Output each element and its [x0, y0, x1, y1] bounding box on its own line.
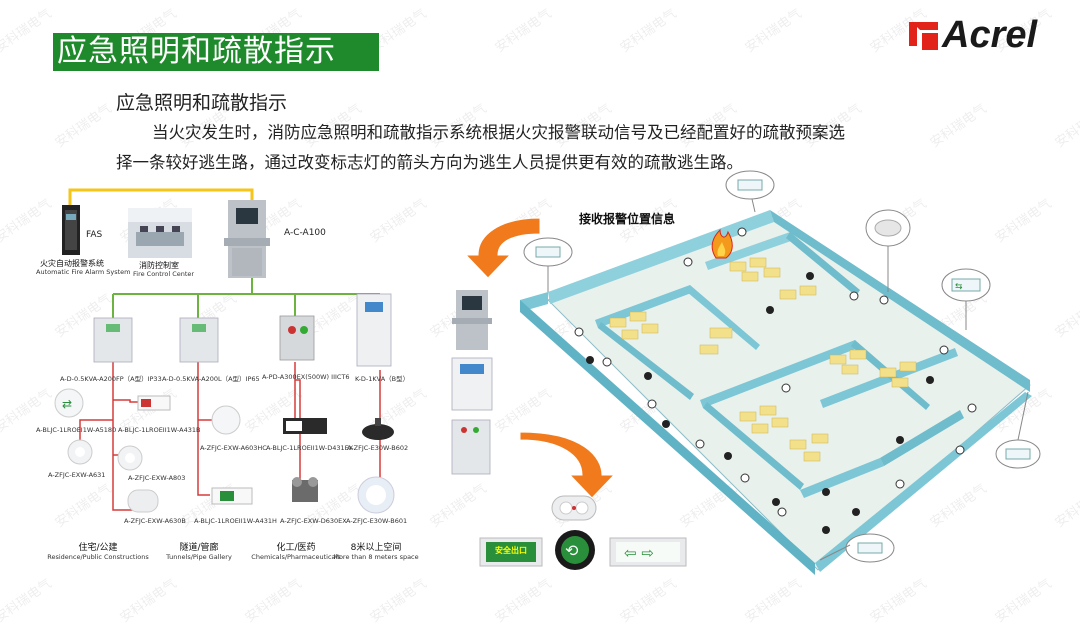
device-a631-code: A-ZFJC-EXW-A631	[48, 471, 106, 479]
category-8m-space: 8米以上空间 More than 8 meters space	[333, 543, 419, 561]
fas-code: FAS	[86, 230, 103, 240]
device-a431h-code: A-BLJC-1LROEII1W-A431H	[194, 517, 277, 525]
exit-sign-a431b-icon	[137, 395, 171, 411]
dist-box-3-code: A-PD-A300EX(500W) IIICT6	[262, 373, 350, 381]
svg-text:⇦ ⇨: ⇦ ⇨	[624, 544, 654, 562]
floor-light-dots	[574, 227, 977, 517]
device-b602-code: A-ZFJC-E30W-B602	[347, 444, 409, 452]
category-tunnels: 隧道/管廊 Tunnels/Pipe Gallery	[166, 543, 232, 561]
floor-exit-dots	[586, 272, 934, 534]
paragraph-line-2: 择一条较好逃生路，通过改变标志灯的箭头方向为逃生人员提供更有效的疏散逃生路。	[116, 153, 743, 172]
device-a431b-code: A-BLJC-1LROEII1W-A431B	[118, 426, 201, 434]
distribution-box-1-icon	[93, 317, 133, 363]
side-distribution-box-icon	[451, 357, 493, 411]
emergency-light-a631-icon	[67, 439, 93, 465]
svg-text:⇆: ⇆	[955, 282, 963, 292]
exit-sign-a431h-icon	[211, 487, 253, 505]
side-control-box-icon	[451, 419, 491, 475]
device-a603hc-code: A-ZFJC-EXW-A603HC	[200, 444, 267, 452]
category-chemicals: 化工/医药 Chemicals/Pharmaceuticals	[251, 543, 341, 561]
device-b601-code: A-ZFJC-E30W-B601	[346, 517, 408, 525]
device-a630b-code: A-ZFJC-EXW-A630B	[124, 517, 186, 525]
exit-sign-text: 安全出口	[495, 546, 527, 555]
exit-sign-callout-1	[725, 170, 775, 213]
svg-text:⇄: ⇄	[62, 397, 72, 411]
distribution-box-4-icon	[356, 293, 392, 367]
dist-box-2-code: A-D-0.5KVA-A200L（A型）IP65	[162, 375, 260, 383]
exit-sign-d431ex-icon	[283, 418, 327, 434]
receive-alarm-label: 接收报警位置信息	[579, 212, 676, 226]
distribution-box-2-icon	[179, 317, 219, 363]
brand-name: Acrel	[942, 14, 1038, 56]
exit-sign-icon	[479, 537, 543, 567]
fas-cabinet-icon	[62, 205, 80, 255]
ceiling-light-b601-icon	[357, 476, 395, 514]
evacuation-floorplan: ⇆ ⟲ ⇦ ⇨	[451, 170, 1041, 575]
category-residence: 住宅/公建 Residence/Public Constructions	[47, 543, 149, 561]
paragraph-line-1: 当火灾发生时，消防应急照明和疏散指示系统根据火灾报警联动信号及已经配置好的疏散预…	[152, 123, 845, 142]
exit-light-a5180-icon: ⇄	[54, 388, 84, 418]
dist-box-4-code: K-D-1KVA（B型）	[355, 375, 410, 383]
host-code: A-C-A100	[284, 228, 326, 238]
control-room-icon	[128, 208, 192, 258]
page-title: 应急照明和疏散指示	[57, 34, 336, 69]
exit-sign-callout-3	[995, 391, 1041, 469]
device-a5180-code: A-BLJC-1LROEI1W-A5180	[36, 426, 117, 434]
emergency-twin-light-icon	[551, 495, 597, 521]
high-bay-light-b602-icon	[362, 418, 394, 440]
exit-sign-callout-2	[523, 237, 573, 292]
arrow-sign-callout: ⇆	[941, 268, 991, 330]
emergency-light-a630b-icon	[127, 489, 159, 513]
dist-box-1-code: A-D-0.5KVA-A200FP（A型）IP33	[60, 375, 162, 383]
description-paragraph: 当火灾发生时，消防应急照明和疏散指示系统根据火灾报警联动信号及已经配置好的疏散预…	[116, 118, 916, 178]
emergency-light-callout	[865, 209, 911, 292]
page-title-bar: 应急照明和疏散指示	[53, 33, 379, 71]
orange-arrow-down-right-icon	[519, 431, 616, 499]
svg-text:⟲: ⟲	[565, 541, 579, 560]
emergency-light-d630ex-icon	[292, 477, 318, 502]
device-d630ex-code: A-ZFJC-EXW-D630EX	[280, 517, 347, 525]
distribution-box-3-icon	[279, 315, 315, 361]
center-en-label: Fire Control Center	[133, 270, 195, 278]
center-cn-label: 消防控制室	[139, 261, 179, 270]
orange-arrow-down-left-icon	[464, 217, 541, 279]
emergency-light-a603hc-icon	[211, 405, 241, 435]
emergency-light-a803-icon	[117, 445, 143, 471]
arrow-sign-icon: ⇦ ⇨	[609, 537, 687, 567]
host-terminal-icon	[224, 200, 270, 278]
section-subtitle: 应急照明和疏散指示	[116, 92, 288, 114]
furniture-group	[609, 257, 917, 462]
side-host-terminal-icon	[452, 290, 492, 350]
green-arrow-icon: ⟲	[555, 530, 595, 570]
fas-cn-label: 火灾自动报警系统	[40, 259, 104, 268]
fas-en-label: Automatic Fire Alarm System	[36, 268, 131, 276]
device-a803-code: A-ZFJC-EXW-A803	[128, 474, 186, 482]
device-d431ex-code: A-BLJC-1LROEII1W-D431EX	[266, 444, 354, 452]
fire-icon	[711, 228, 733, 259]
exit-sign-callout-4	[819, 533, 895, 563]
topology-diagram: ⇄	[54, 188, 395, 514]
